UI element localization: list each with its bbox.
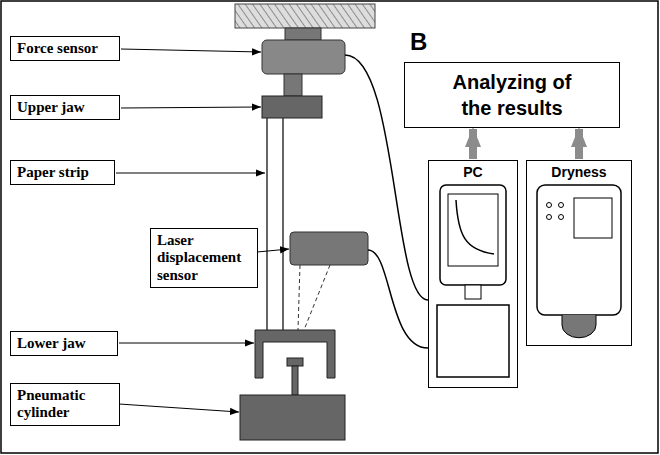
dryness-meter (537, 185, 621, 315)
leader-line (119, 343, 254, 344)
meter-probe (562, 315, 596, 338)
leader-line (119, 404, 239, 412)
part-label: Paper strip (10, 160, 115, 185)
part-label: Laser displacement sensor (150, 228, 258, 288)
strip-edge (282, 118, 284, 330)
leader-line (116, 173, 265, 174)
node-text: Paper strip (17, 164, 89, 181)
laser-beam (298, 265, 300, 330)
decay-curve (456, 200, 494, 254)
node-text: Dryness (551, 164, 606, 180)
part-label: Force sensor (10, 36, 120, 61)
device-box: PC (428, 160, 518, 388)
panel-letter: B (410, 28, 427, 56)
sensor-stub (284, 74, 302, 96)
force-sensor-body (262, 40, 345, 74)
node-text: PC (463, 164, 482, 180)
part-label: Upper jaw (10, 95, 120, 120)
leader-line (121, 49, 261, 52)
node-text: Lower jaw (17, 335, 85, 352)
frame-mount (235, 4, 375, 28)
node-text: Analyzing of the results (442, 69, 582, 121)
monitor (440, 185, 506, 285)
piston-rod (292, 366, 298, 395)
computer-base (437, 305, 509, 377)
piston-head (287, 358, 303, 366)
part-label: Lower jaw (10, 331, 118, 356)
meter-button (559, 215, 564, 220)
mount-stub (285, 28, 321, 40)
laser-sensor-body (290, 232, 368, 265)
result-box: Analyzing of the results (404, 62, 620, 128)
meter-button (547, 215, 552, 220)
part-label: Pneumatic cylinder (10, 383, 120, 426)
meter-button (547, 203, 552, 208)
laser-beam (304, 265, 330, 330)
leader-line (257, 249, 289, 252)
node-text: Pneumatic cylinder (17, 387, 113, 422)
monitor-screen (448, 194, 498, 266)
monitor-stand (465, 285, 481, 299)
signal-cable (368, 250, 428, 348)
strip-edge (266, 118, 268, 330)
upper-jaw-body (262, 96, 322, 118)
node-text: Laser displacement sensor (157, 232, 251, 284)
pneumatic-cylinder-body (240, 395, 345, 440)
device-box: Dryness (526, 160, 632, 346)
flow-arrow (575, 129, 583, 159)
node-text: Force sensor (17, 40, 98, 57)
meter-screen (574, 198, 612, 238)
meter-button (559, 203, 564, 208)
node-text: Upper jaw (17, 99, 85, 116)
leader-line (121, 107, 261, 108)
flow-arrow (469, 129, 477, 159)
